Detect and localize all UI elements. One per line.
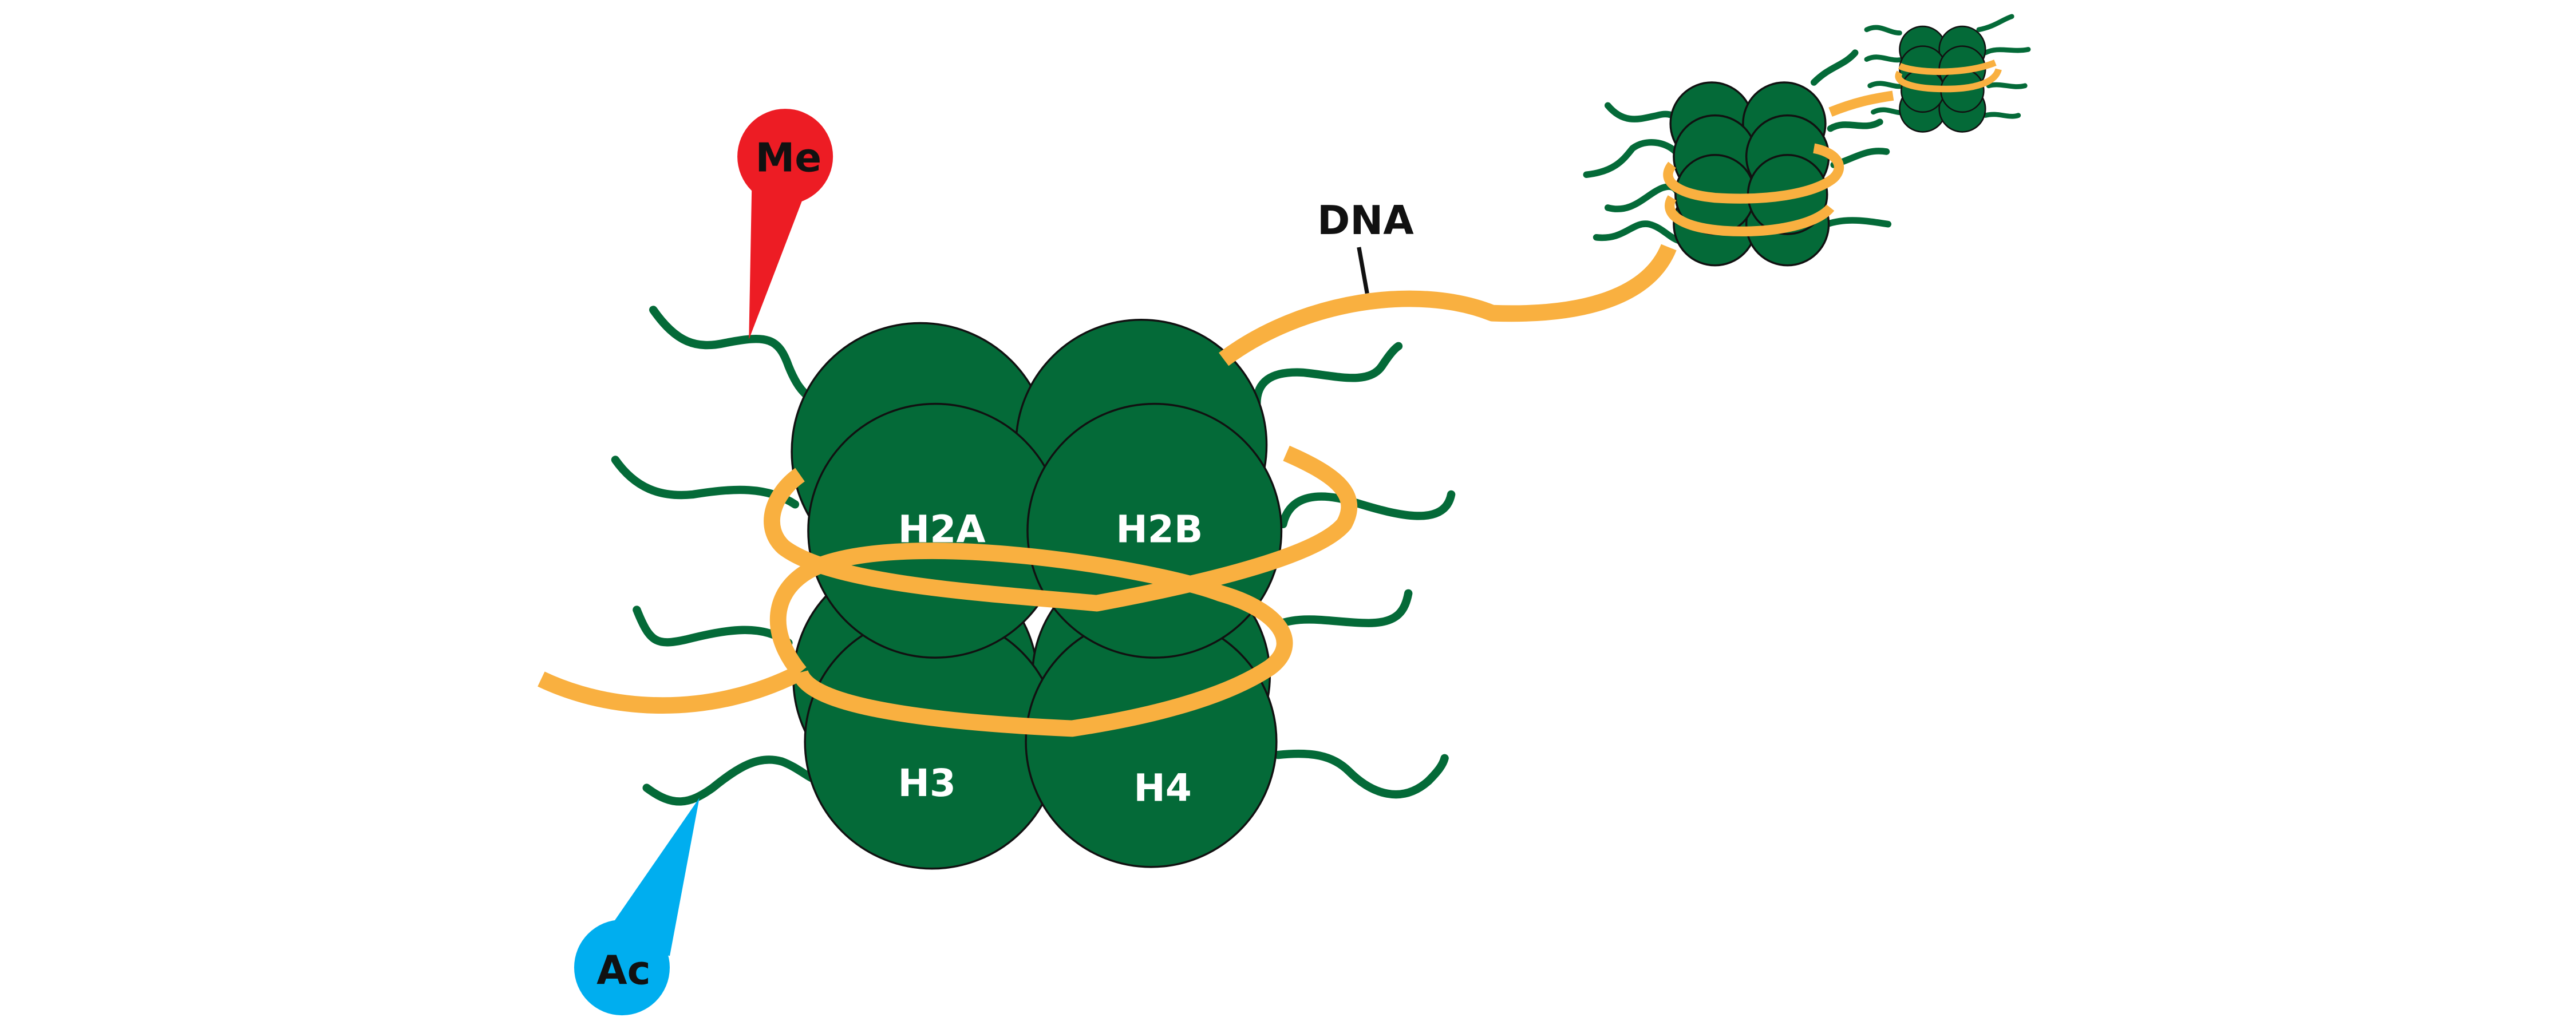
label-h2b: H2B (1116, 508, 1203, 552)
methyl-pin (749, 165, 808, 340)
label-methyl: Me (756, 136, 822, 181)
nucleosome-mid (1583, 49, 1894, 267)
label-dna: DNA (1317, 198, 1414, 244)
tail-right-middle (1269, 589, 1413, 631)
dna-linker (1219, 244, 1677, 366)
label-h3: H3 (898, 761, 957, 805)
dna-left-end (538, 665, 804, 714)
histone-labels: H2A H2B H3 H4 (898, 508, 1203, 810)
dna-callout: DNA (1317, 198, 1414, 294)
nucleosome-far (1864, 14, 2031, 133)
tail-left-lower (633, 605, 793, 647)
dna-strand (538, 244, 1677, 737)
tail-right-upper (1279, 490, 1456, 529)
tail-bottom-right (1274, 749, 1449, 799)
tail-top-left (649, 306, 816, 403)
label-h4: H4 (1133, 766, 1192, 810)
dna-wrap-upper (764, 445, 1358, 612)
acetyl-pin (603, 797, 700, 956)
label-acetyl: Ac (596, 948, 650, 994)
dna-pointer-line (1357, 247, 1369, 294)
acetyl-marker: Ac (574, 797, 700, 1016)
acetyl-bubble (574, 920, 670, 1016)
methyl-bubble (737, 109, 833, 205)
tail-top-right (1253, 342, 1403, 408)
tail-bottom-left (642, 755, 816, 806)
methyl-marker: Me (737, 109, 833, 340)
tail-left-upper (611, 456, 800, 509)
label-h2a: H2A (898, 508, 986, 552)
